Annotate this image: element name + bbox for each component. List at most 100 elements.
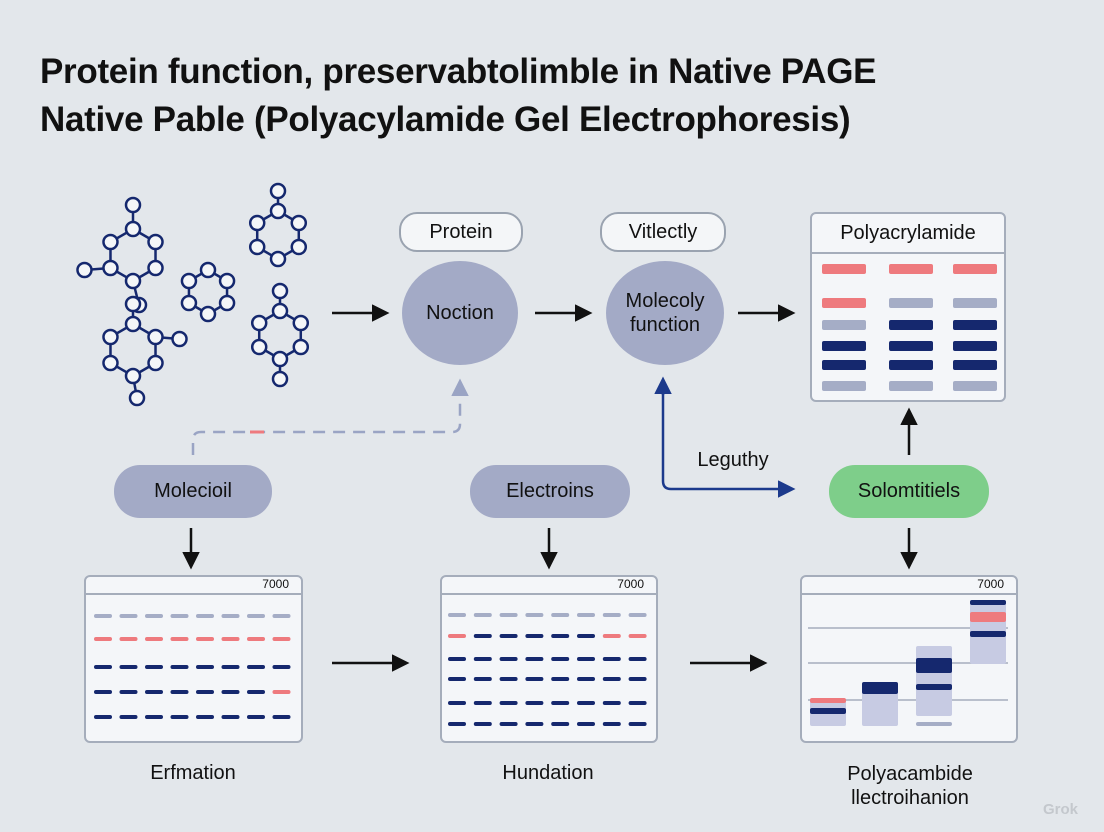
- gel-dash: [628, 677, 647, 681]
- gel-dash: [602, 722, 621, 726]
- gel-dash: [602, 701, 621, 705]
- atom: [102, 328, 119, 346]
- gel-panel-1: 7000: [84, 575, 303, 743]
- gel-dash: [94, 614, 112, 618]
- gel-dash: [602, 634, 621, 638]
- gel-dash: [196, 614, 214, 618]
- gel-band: [953, 381, 997, 391]
- gel-dash: [94, 665, 112, 669]
- atom: [147, 328, 164, 346]
- gel-dash: [577, 634, 595, 638]
- gel-band: [889, 341, 933, 351]
- atom: [218, 294, 236, 312]
- atom: [147, 233, 164, 251]
- atom: [124, 272, 142, 290]
- gel-band: [822, 298, 866, 308]
- atom: [128, 389, 146, 407]
- gel-band: [822, 360, 866, 370]
- gel-dash: [170, 614, 189, 618]
- gel-dash: [272, 690, 291, 694]
- gel-dash: [247, 614, 265, 618]
- molecoly-function-node: Molecoly function: [606, 261, 724, 365]
- gel-dash: [577, 613, 595, 617]
- gel-band: [970, 631, 1006, 637]
- gel-dash: [94, 637, 112, 641]
- gel-dash: [448, 722, 466, 726]
- gel-dash: [196, 715, 214, 719]
- gel-dash: [551, 657, 570, 661]
- page-title: Protein function, preservabtolimble in N…: [40, 48, 876, 144]
- gel-dash: [551, 634, 570, 638]
- gel-dash: [448, 677, 466, 681]
- gel-dash: [473, 613, 492, 617]
- atom: [271, 350, 289, 368]
- gel-band: [889, 381, 933, 391]
- gel-dash: [145, 665, 163, 669]
- gel-dash: [499, 613, 518, 617]
- gel-dash: [221, 637, 240, 641]
- gel-dash: [628, 634, 647, 638]
- gel-dash: [119, 690, 138, 694]
- gel-dash: [551, 701, 570, 705]
- gel-caption-3-line-1: Polyacambide: [847, 763, 973, 785]
- atom: [250, 338, 268, 356]
- gel-dash: [448, 701, 466, 705]
- gel-dash: [628, 701, 647, 705]
- atom: [180, 294, 198, 312]
- gel-dash: [551, 677, 570, 681]
- atom: [180, 272, 198, 290]
- gel-band: [916, 722, 952, 726]
- gel-dash: [221, 614, 240, 618]
- solomtitiels-node: Solomtitiels: [829, 465, 989, 518]
- gel-dash: [577, 677, 595, 681]
- atom: [124, 367, 142, 385]
- gel-dash: [145, 715, 163, 719]
- gel-number: 7000: [977, 577, 1004, 591]
- gel-dash: [196, 690, 214, 694]
- protein-pill: Protein: [399, 212, 523, 252]
- gel-dash: [272, 614, 291, 618]
- atom: [102, 259, 119, 277]
- gel-band: [953, 360, 997, 370]
- gel-dash: [196, 665, 214, 669]
- gel-number: 7000: [262, 577, 289, 591]
- atom: [76, 261, 93, 279]
- gel-dash: [94, 690, 112, 694]
- gel-dash: [247, 637, 265, 641]
- gel-band: [822, 320, 866, 330]
- gel-dash: [499, 657, 518, 661]
- atom: [292, 314, 310, 332]
- atom: [124, 315, 142, 333]
- gel-dash: [119, 637, 138, 641]
- gel-caption-3-line-2: llectroihanion: [851, 787, 969, 809]
- polyacrylamide-panel-title: Polyacrylamide: [812, 214, 1004, 254]
- atom: [269, 182, 287, 200]
- gel-dash: [247, 665, 265, 669]
- gel-dash: [525, 677, 544, 681]
- gel-dash: [448, 657, 466, 661]
- atom: [269, 250, 287, 268]
- title-line-1: Protein function, preservabtolimble in N…: [40, 52, 877, 91]
- gel-dash: [221, 690, 240, 694]
- noction-node: Noction: [402, 261, 518, 365]
- atom: [290, 214, 308, 232]
- gel-dash: [272, 665, 291, 669]
- atom: [199, 261, 217, 279]
- gel-band: [822, 341, 866, 351]
- gel-dash: [525, 657, 544, 661]
- gel-band: [889, 298, 933, 308]
- gel-dash: [499, 677, 518, 681]
- leguthy-label: Leguthy: [697, 449, 769, 471]
- gel-dash: [272, 715, 291, 719]
- gel-dash: [525, 701, 544, 705]
- gel-dash: [628, 613, 647, 617]
- gel-band: [889, 320, 933, 330]
- gel-dash: [170, 637, 189, 641]
- title-line-2: Native Pable (Polyacylamide Gel Electrop…: [40, 100, 851, 139]
- gel-band: [953, 341, 997, 351]
- atom: [271, 370, 289, 388]
- gel-dash: [628, 722, 647, 726]
- gel-dash: [551, 722, 570, 726]
